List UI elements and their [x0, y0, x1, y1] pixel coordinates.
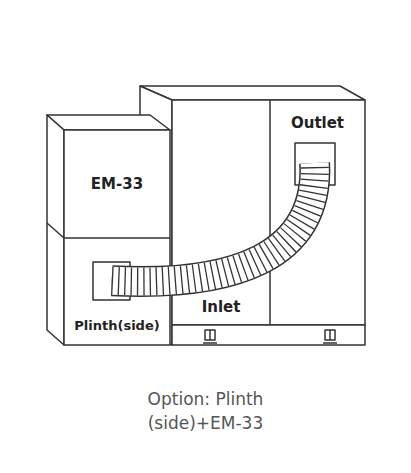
- panel-label: Outlet: [291, 114, 344, 132]
- panel-label: EM-33: [91, 175, 143, 193]
- panel-label: Plinth(side): [74, 318, 159, 333]
- cabinet-base: [172, 325, 365, 345]
- plinth-panel: Plinth(side): [64, 238, 170, 345]
- leveling-foot: [203, 330, 337, 343]
- panel-divider: [269, 100, 271, 325]
- inlet-panel: Inlet: [172, 100, 270, 325]
- small-cabinet-top: [47, 115, 170, 130]
- plinth-side-divider: [47, 223, 64, 238]
- cabinet-top: [140, 86, 365, 100]
- plinth-divider: [64, 237, 170, 239]
- cabinet-panel: EM-33: [64, 130, 170, 238]
- small-cabinet-front: [64, 130, 170, 345]
- small-cabinet-side: [47, 115, 64, 345]
- outlet-panel: Outlet: [270, 100, 365, 325]
- panel-label: Inlet: [202, 298, 241, 316]
- caption-text: Option: Plinth (side)+EM-33: [116, 388, 296, 436]
- caption-wrap: Option: Plinth (side)+EM-33: [0, 388, 411, 436]
